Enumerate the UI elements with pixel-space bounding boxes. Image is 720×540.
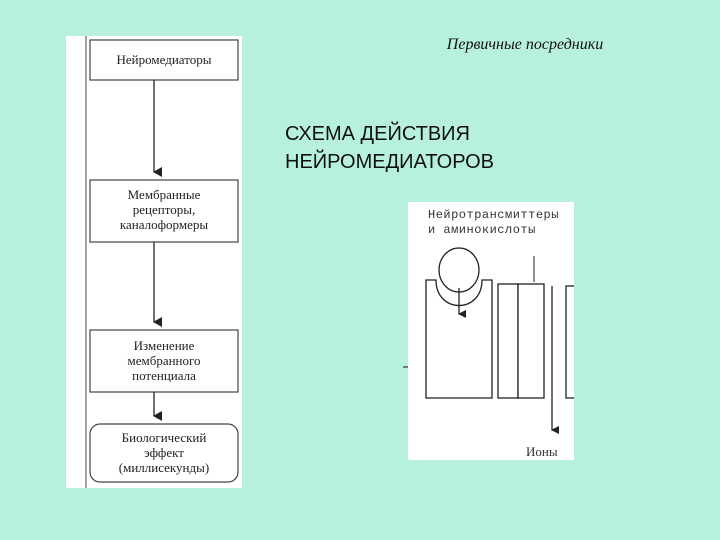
dash-mark	[403, 366, 411, 368]
receptor-shape	[425, 279, 493, 399]
neurotransmitter-heading: Нейротрансмиттеры и аминокислоты	[428, 208, 559, 237]
box-label-membrane-potential: Изменение мембранного потенциала	[127, 338, 201, 383]
box-neuromediators	[89, 39, 239, 81]
flowchart-graphics	[85, 36, 239, 488]
channel-middle-segment	[517, 283, 545, 399]
box-label-biological-effect: Биологический эффект (миллисекунды)	[118, 430, 210, 475]
channel-left-segment	[497, 283, 519, 399]
box-membrane-receptors	[89, 179, 239, 243]
neurotransmitter-panel: Нейротрансмиттеры и аминокислоты Ионы	[408, 202, 574, 460]
flowchart-panel: Нейромедиаторы Мембранные рецепторы, кан…	[66, 36, 242, 488]
neurotransmitter-circle	[438, 247, 480, 293]
box-label-membrane-receptors: Мембранные рецепторы, каналоформеры	[119, 187, 209, 232]
box-biological-effect	[89, 423, 239, 483]
box-label-neuromediators: Нейромедиаторы	[116, 52, 212, 67]
box-membrane-potential	[89, 329, 239, 393]
ions-label: Ионы	[526, 444, 558, 459]
channel-right-segment	[565, 285, 574, 399]
page-title: СХЕМА ДЕЙСТВИЯ НЕЙРОМЕДИАТОРОВ	[285, 123, 494, 173]
neurotransmitter-graphics	[425, 247, 574, 434]
secondary-messengers-title: Первичные посредники	[446, 36, 604, 53]
